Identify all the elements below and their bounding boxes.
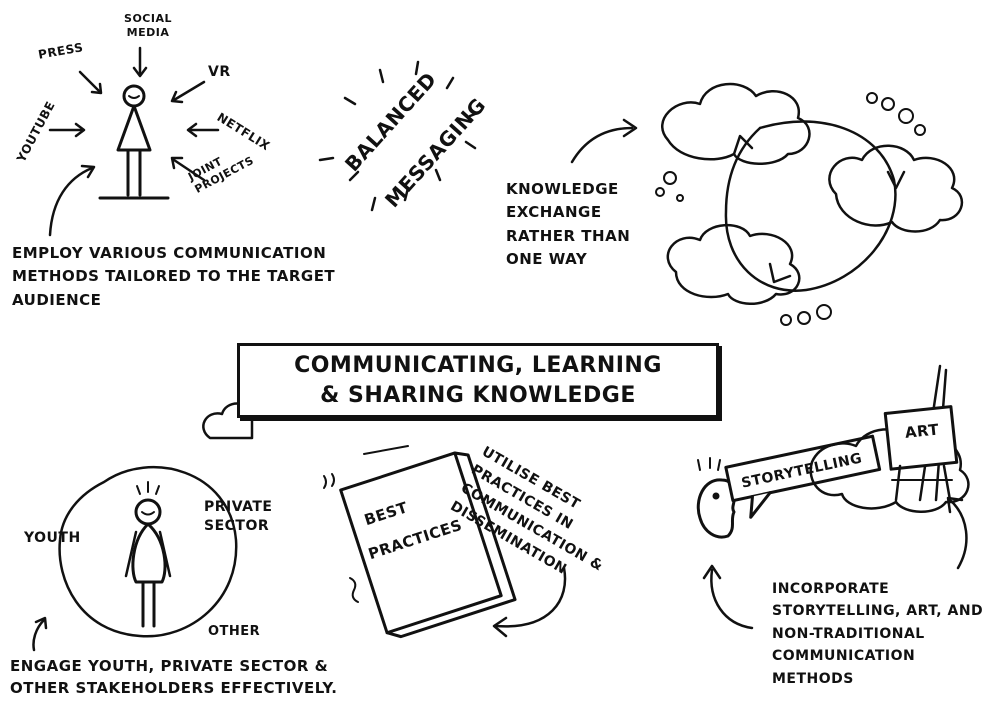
art-easel-label: ART [904, 420, 940, 442]
channel-social-media: SOCIAL MEDIA [124, 12, 172, 40]
storytelling-caption: INCORPORATE STORYTELLING, ART, AND NON-T… [772, 581, 984, 687]
exchange-arrow [570, 126, 634, 164]
art-cloud [809, 428, 970, 513]
stakeholder-person-figure [124, 481, 172, 628]
main-title-box: COMMUNICATING, LEARNING & SHARING KNOWLE… [237, 343, 719, 418]
stakeholder-circle [58, 466, 238, 638]
stakeholder-caption: ENGAGE YOUTH, PRIVATE SECTOR & OTHER STA… [10, 657, 338, 697]
audience-person-figure [98, 84, 170, 200]
audience-caption: EMPLOY VARIOUS COMMUNICATION METHODS TAI… [12, 244, 336, 309]
sparkle-lines [318, 60, 482, 212]
exchange-caption: KNOWLEDGE EXCHANGE RATHER THAN ONE WAY [506, 180, 631, 268]
main-title-line-2: & SHARING KNOWLEDGE [320, 382, 636, 408]
book-motion-lines [323, 445, 409, 603]
stakeholder-other-label: OTHER [208, 624, 261, 639]
channel-vr: VR [208, 64, 231, 80]
audience-curve-arrow [48, 166, 94, 237]
channel-arrows [48, 46, 220, 182]
stakeholder-private-label: PRIVATE SECTOR [204, 499, 273, 534]
stakeholder-youth-label: YOUTH [24, 530, 81, 546]
stakeholder-curve-arrow [32, 618, 46, 652]
art-curve-arrow [948, 498, 968, 570]
storytelling-curve-arrow [710, 568, 754, 630]
main-title-line-1: COMMUNICATING, LEARNING [294, 352, 662, 378]
art-easel [883, 364, 959, 502]
best-practices-curve-arrow [494, 566, 567, 628]
storytelling-speech-bubble [724, 434, 882, 519]
thought-bubbles [655, 92, 926, 326]
exchange-cycle [724, 120, 897, 292]
cloud-bottom [666, 223, 801, 305]
cloud-right [828, 144, 964, 233]
best-practices-book [339, 451, 517, 639]
